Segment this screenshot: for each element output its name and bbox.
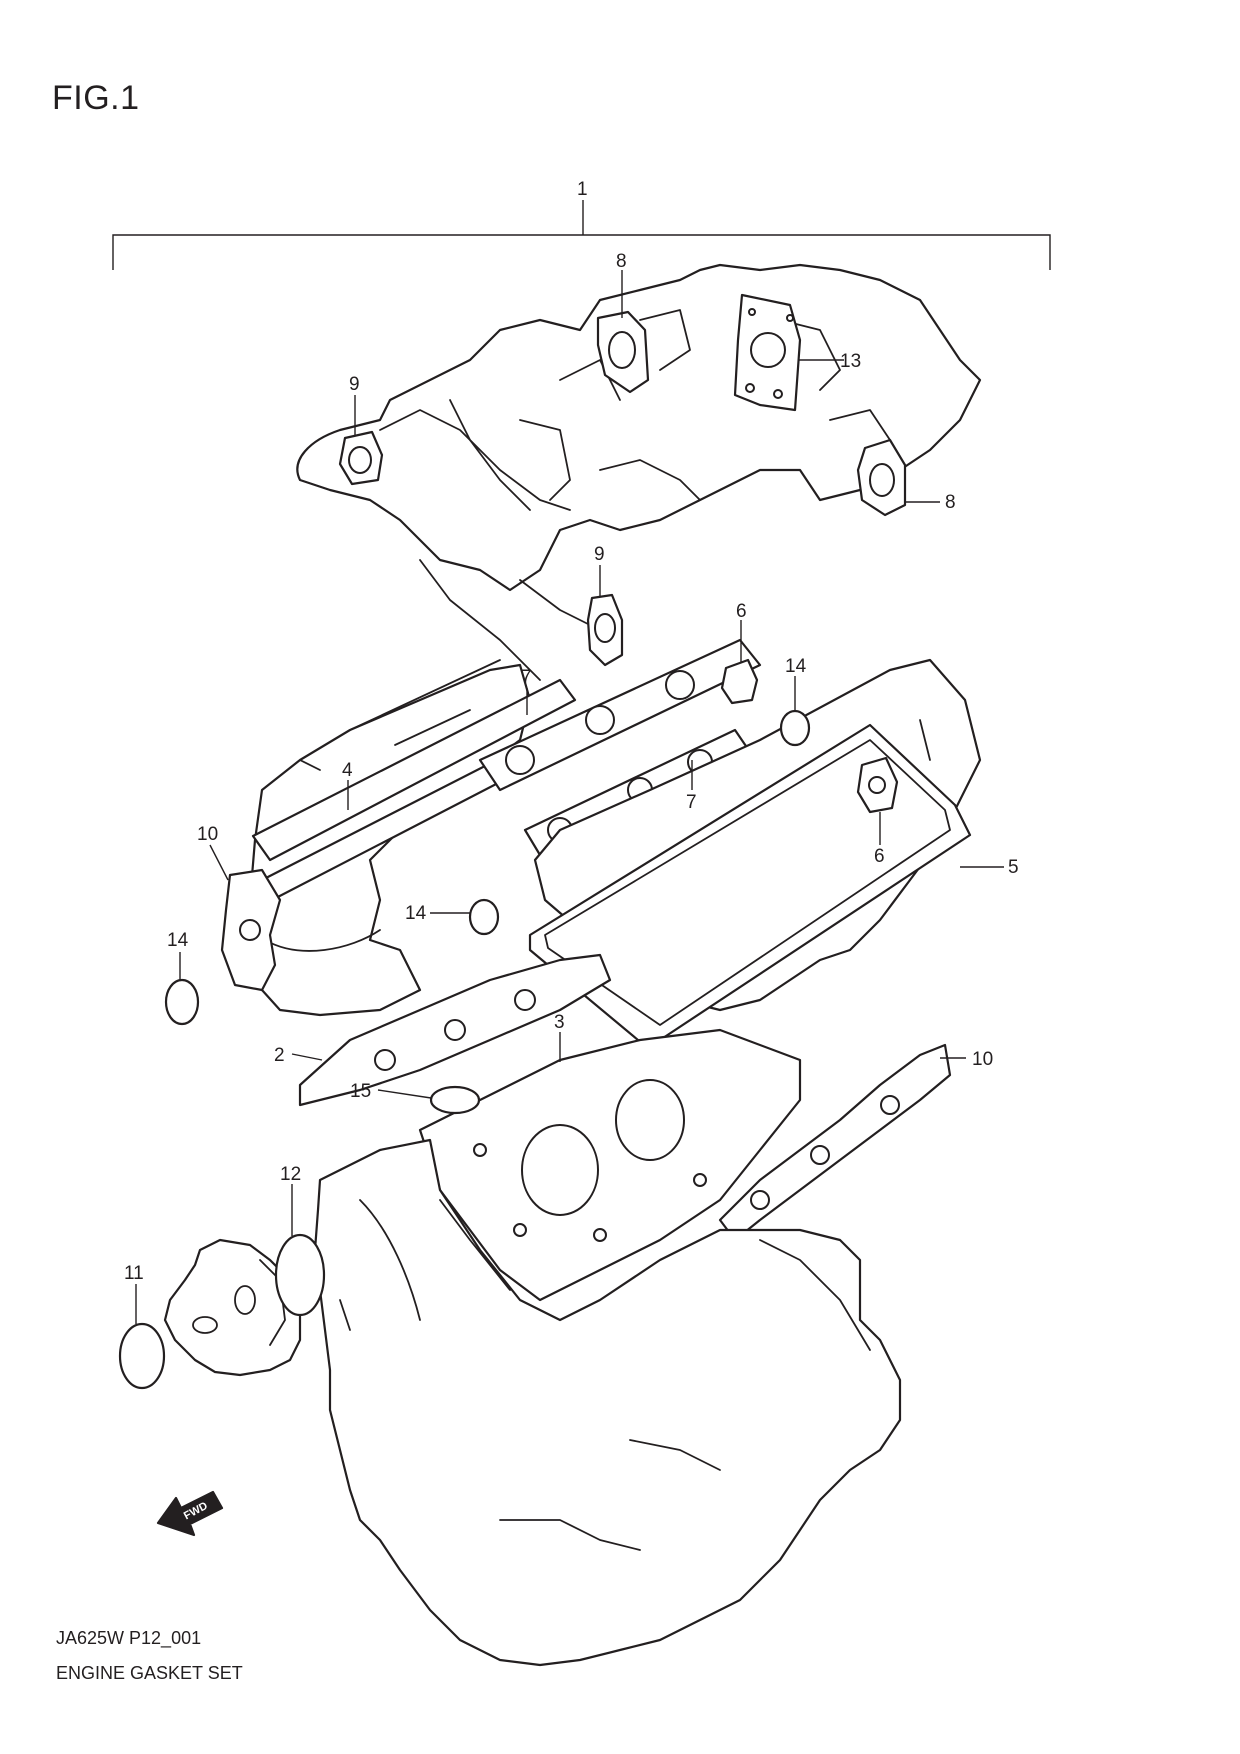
callout-5: 5: [1008, 857, 1019, 878]
callout-14-left: 14: [167, 930, 189, 951]
diagram-code: JA625W P12_001: [56, 1628, 202, 1648]
diagram-name: ENGINE GASKET SET: [56, 1663, 243, 1683]
engine-block: [313, 1138, 902, 1667]
small-gaskets-6: [720, 658, 899, 814]
callout-3: 3: [554, 1012, 565, 1033]
o-ring-15: [429, 1085, 481, 1115]
o-rings-14: [164, 709, 811, 1026]
water-pump: [118, 1233, 326, 1390]
callout-14-middle: 14: [405, 903, 427, 924]
head-gasket-left: [298, 953, 612, 1107]
intake-manifold: [296, 263, 982, 681]
callout-10-left: 10: [197, 824, 218, 845]
forward-direction-arrow: FWD: [156, 1490, 224, 1537]
head-gasket-right: [418, 1028, 802, 1302]
callout-2: 2: [274, 1045, 285, 1066]
callout-11: 11: [124, 1263, 144, 1284]
callout-6-top: 6: [736, 601, 747, 622]
callout-9-left: 9: [349, 374, 360, 395]
callout-labels: 1 8 13 9 8 9 6 14 7 4 7 10 6 5 14 14 2 3…: [124, 179, 1019, 1284]
callout-12: 12: [280, 1164, 301, 1185]
callout-leaders: [135, 270, 1004, 1324]
callout-7-left: 7: [521, 667, 532, 688]
callout-10-right: 10: [972, 1049, 993, 1070]
exhaust-gaskets-10: [220, 868, 952, 1242]
callout-6-right: 6: [874, 846, 885, 867]
callout-14-top: 14: [785, 656, 807, 677]
figure-title: FIG.1: [52, 79, 140, 117]
gasket-set-bracket: [112, 200, 1051, 270]
callout-8-top: 8: [616, 251, 627, 272]
callout-8-right: 8: [945, 492, 956, 513]
callout-9-center: 9: [594, 544, 605, 565]
callout-7-right: 7: [686, 792, 697, 813]
callout-4: 4: [342, 760, 353, 781]
callout-15: 15: [350, 1081, 371, 1102]
callout-13: 13: [840, 351, 861, 372]
callout-1: 1: [577, 179, 588, 200]
